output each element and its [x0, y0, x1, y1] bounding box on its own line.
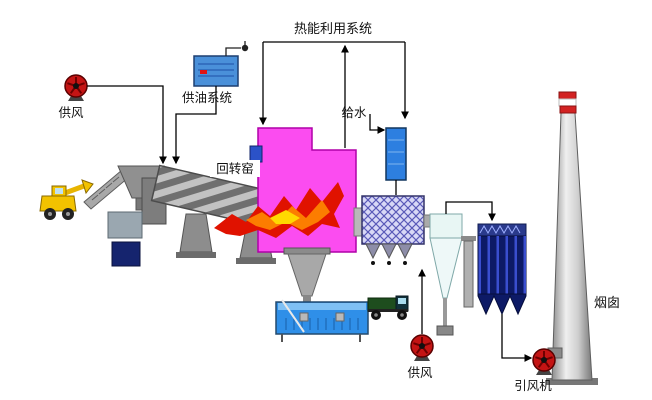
chimney-stripe-red-top	[558, 91, 577, 100]
rotary-kiln-label: 回转窑	[216, 161, 254, 176]
burner-box	[249, 145, 263, 163]
oil-supply-tank	[193, 41, 249, 87]
air-supply-fan-bottom	[410, 334, 434, 361]
standpipe	[461, 236, 476, 308]
valve-icon	[241, 44, 249, 52]
flame	[214, 182, 344, 238]
oil-supply-system-label: 供油系统	[182, 90, 232, 105]
chimney-stripe-red-bottom	[559, 105, 577, 114]
economizer	[385, 127, 407, 181]
heat-exchanger	[353, 195, 431, 265]
heat-energy-system-label: 热能利用系统	[294, 22, 372, 37]
chimney-stripe-white	[558, 98, 577, 107]
wheel-loader	[39, 179, 94, 220]
ash-discharge-cone	[283, 247, 331, 304]
induced-draft-fan-label: 引风机	[514, 378, 552, 393]
slag-water-tank	[275, 299, 369, 342]
cyclone-separator	[429, 213, 463, 336]
piping	[87, 41, 533, 362]
rotary-kiln-label-bg	[210, 160, 260, 177]
labels-layer: 热能利用系统 供油系统 供风 回转窑 给水 烟囱 供风 引风机	[58, 22, 620, 393]
air-supply-fan-left	[64, 74, 88, 101]
air-supply-left-label: 供风	[58, 105, 84, 120]
induced-draft-fan	[532, 348, 556, 375]
bag-filter	[477, 223, 527, 316]
chimney-label: 烟囱	[594, 296, 620, 311]
chimney	[546, 91, 598, 385]
feed-water-label: 给水	[341, 105, 367, 120]
ash-truck	[367, 295, 409, 320]
air-supply-bottom-label: 供风	[407, 365, 433, 380]
